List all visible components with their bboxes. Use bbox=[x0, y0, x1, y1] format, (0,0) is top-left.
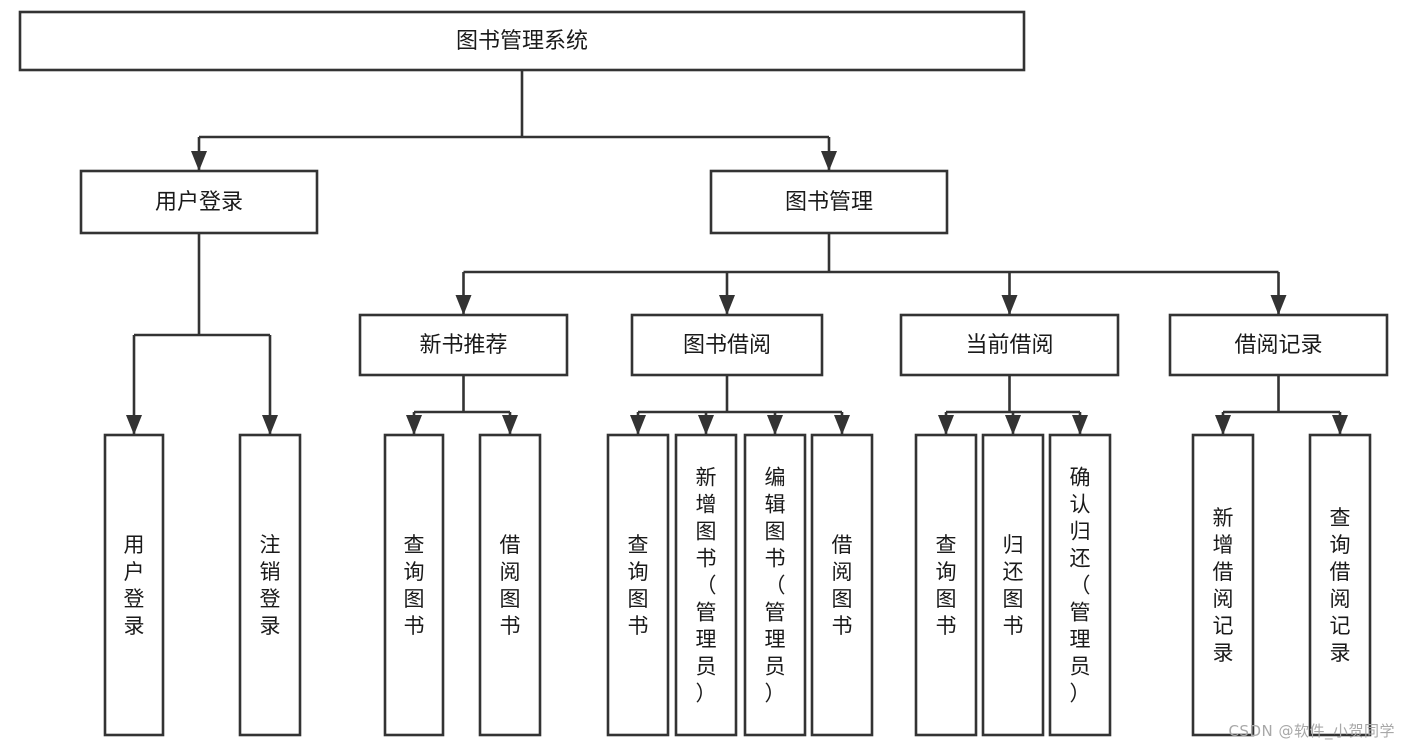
node-user-login-label: 用户登录 bbox=[155, 190, 243, 215]
node-user-login-box bbox=[79, 169, 319, 235]
bookmanage-to-level2-arrow-2 bbox=[1001, 295, 1018, 315]
node-leaf-query-book-2-label: 查询图书 bbox=[628, 533, 649, 638]
node-leaf-return-book-label: 归还图书 bbox=[1003, 533, 1024, 638]
node-leaf-return-book-box bbox=[981, 433, 1045, 737]
node-current-borrow-box bbox=[899, 313, 1120, 377]
node-leaf-confirm-return[interactable]: 确认归还（管理员） bbox=[1048, 433, 1112, 737]
bookmanage-to-level2-arrow-1 bbox=[719, 295, 735, 315]
node-leaf-borrow-book-2[interactable]: 借阅图书 bbox=[810, 433, 874, 737]
node-leaf-query-book-3-box bbox=[914, 433, 978, 737]
leafgroup-current-borrow-arrow-2 bbox=[1072, 415, 1088, 435]
node-root-box bbox=[18, 10, 1026, 72]
node-leaf-confirm-return-label: 确认归还（管理员） bbox=[1070, 466, 1091, 706]
node-leaf-add-book[interactable]: 新增图书（管理员） bbox=[674, 433, 738, 737]
node-leaf-borrow-book-1-box bbox=[478, 433, 542, 737]
node-leaf-query-book-3-label: 查询图书 bbox=[936, 533, 957, 638]
node-leaf-add-book-label: 新增图书（管理员） bbox=[696, 466, 717, 706]
node-borrow-record[interactable]: 借阅记录 bbox=[1168, 313, 1389, 377]
node-leaf-borrow-book-1-label: 借阅图书 bbox=[500, 533, 521, 638]
node-leaf-confirm-return-box bbox=[1048, 433, 1112, 737]
node-leaf-borrow-book-1[interactable]: 借阅图书 bbox=[478, 433, 542, 737]
node-leaf-edit-book-label: 编辑图书（管理员） bbox=[765, 466, 786, 706]
leafgroup-book-borrow-arrow-1 bbox=[698, 415, 714, 435]
node-borrow-record-box bbox=[1168, 313, 1389, 377]
root-to-level1-arrow-1 bbox=[821, 151, 837, 171]
leafgroup-book-borrow-arrow-0 bbox=[630, 415, 646, 435]
node-leaf-edit-book-box bbox=[743, 433, 807, 737]
node-user-login[interactable]: 用户登录 bbox=[79, 169, 319, 235]
leafgroup-current-borrow-arrow-1 bbox=[1005, 415, 1021, 435]
node-leaf-add-book-box bbox=[674, 433, 738, 737]
node-leaf-query-book-3[interactable]: 查询图书 bbox=[914, 433, 978, 737]
node-root-label: 图书管理系统 bbox=[456, 29, 588, 54]
node-book-borrow[interactable]: 图书借阅 bbox=[630, 313, 824, 377]
node-borrow-record-label: 借阅记录 bbox=[1234, 333, 1322, 358]
node-leaf-query-record[interactable]: 查询借阅记录 bbox=[1308, 433, 1372, 737]
node-new-book-recommend-box bbox=[358, 313, 569, 377]
node-leaf-return-book[interactable]: 归还图书 bbox=[981, 433, 1045, 737]
node-leaf-user-logout-label: 注销登录 bbox=[260, 533, 281, 638]
node-book-borrow-label: 图书借阅 bbox=[683, 333, 771, 358]
node-leaf-query-book-1[interactable]: 查询图书 bbox=[383, 433, 445, 737]
bookmanage-to-level2-arrow-3 bbox=[1270, 295, 1287, 315]
node-leaf-query-record-label: 查询借阅记录 bbox=[1330, 506, 1351, 665]
node-leaf-borrow-book-2-label: 借阅图书 bbox=[832, 533, 853, 638]
leafgroup-user-login-arrow-0 bbox=[126, 415, 142, 435]
node-leaf-add-record[interactable]: 新增借阅记录 bbox=[1191, 433, 1255, 737]
node-leaf-edit-book[interactable]: 编辑图书（管理员） bbox=[743, 433, 807, 737]
leafgroup-current-borrow-arrow-0 bbox=[938, 415, 954, 435]
node-leaf-add-record-box bbox=[1191, 433, 1255, 737]
node-leaf-user-login-label: 用户登录 bbox=[124, 533, 145, 638]
node-leaf-query-book-1-box bbox=[383, 433, 445, 737]
root-to-level1-arrow-0 bbox=[191, 151, 207, 171]
leafgroup-book-borrow-arrow-2 bbox=[767, 415, 783, 435]
node-book-manage-label: 图书管理 bbox=[785, 190, 873, 215]
node-book-manage[interactable]: 图书管理 bbox=[709, 169, 949, 235]
connector-layer bbox=[126, 70, 1348, 435]
bookmanage-to-level2-arrow-0 bbox=[455, 295, 472, 315]
leafgroup-book-borrow-arrow-3 bbox=[834, 415, 850, 435]
node-book-borrow-box bbox=[630, 313, 824, 377]
node-new-book-recommend[interactable]: 新书推荐 bbox=[358, 313, 569, 377]
node-layer: 图书管理系统用户登录图书管理新书推荐图书借阅当前借阅借阅记录用户登录注销登录查询… bbox=[18, 10, 1389, 737]
node-book-manage-box bbox=[709, 169, 949, 235]
node-current-borrow[interactable]: 当前借阅 bbox=[899, 313, 1120, 377]
node-leaf-add-record-label: 新增借阅记录 bbox=[1213, 506, 1234, 665]
leafgroup-new-book-recommend-arrow-1 bbox=[502, 415, 518, 435]
leafgroup-borrow-record-arrow-0 bbox=[1215, 415, 1231, 435]
leafgroup-new-book-recommend-arrow-0 bbox=[406, 415, 422, 435]
node-leaf-query-book-1-label: 查询图书 bbox=[404, 533, 425, 638]
node-leaf-query-record-box bbox=[1308, 433, 1372, 737]
node-leaf-user-login[interactable]: 用户登录 bbox=[103, 433, 165, 737]
node-root[interactable]: 图书管理系统 bbox=[18, 10, 1026, 72]
node-leaf-query-book-2-box bbox=[606, 433, 670, 737]
node-leaf-query-book-2[interactable]: 查询图书 bbox=[606, 433, 670, 737]
node-leaf-borrow-book-2-box bbox=[810, 433, 874, 737]
node-leaf-user-logout-box bbox=[238, 433, 302, 737]
node-leaf-user-login-box bbox=[103, 433, 165, 737]
leafgroup-borrow-record-arrow-1 bbox=[1332, 415, 1348, 435]
node-new-book-recommend-label: 新书推荐 bbox=[419, 333, 507, 358]
node-current-borrow-label: 当前借阅 bbox=[965, 333, 1053, 358]
leafgroup-user-login-arrow-1 bbox=[262, 415, 278, 435]
node-leaf-user-logout[interactable]: 注销登录 bbox=[238, 433, 302, 737]
